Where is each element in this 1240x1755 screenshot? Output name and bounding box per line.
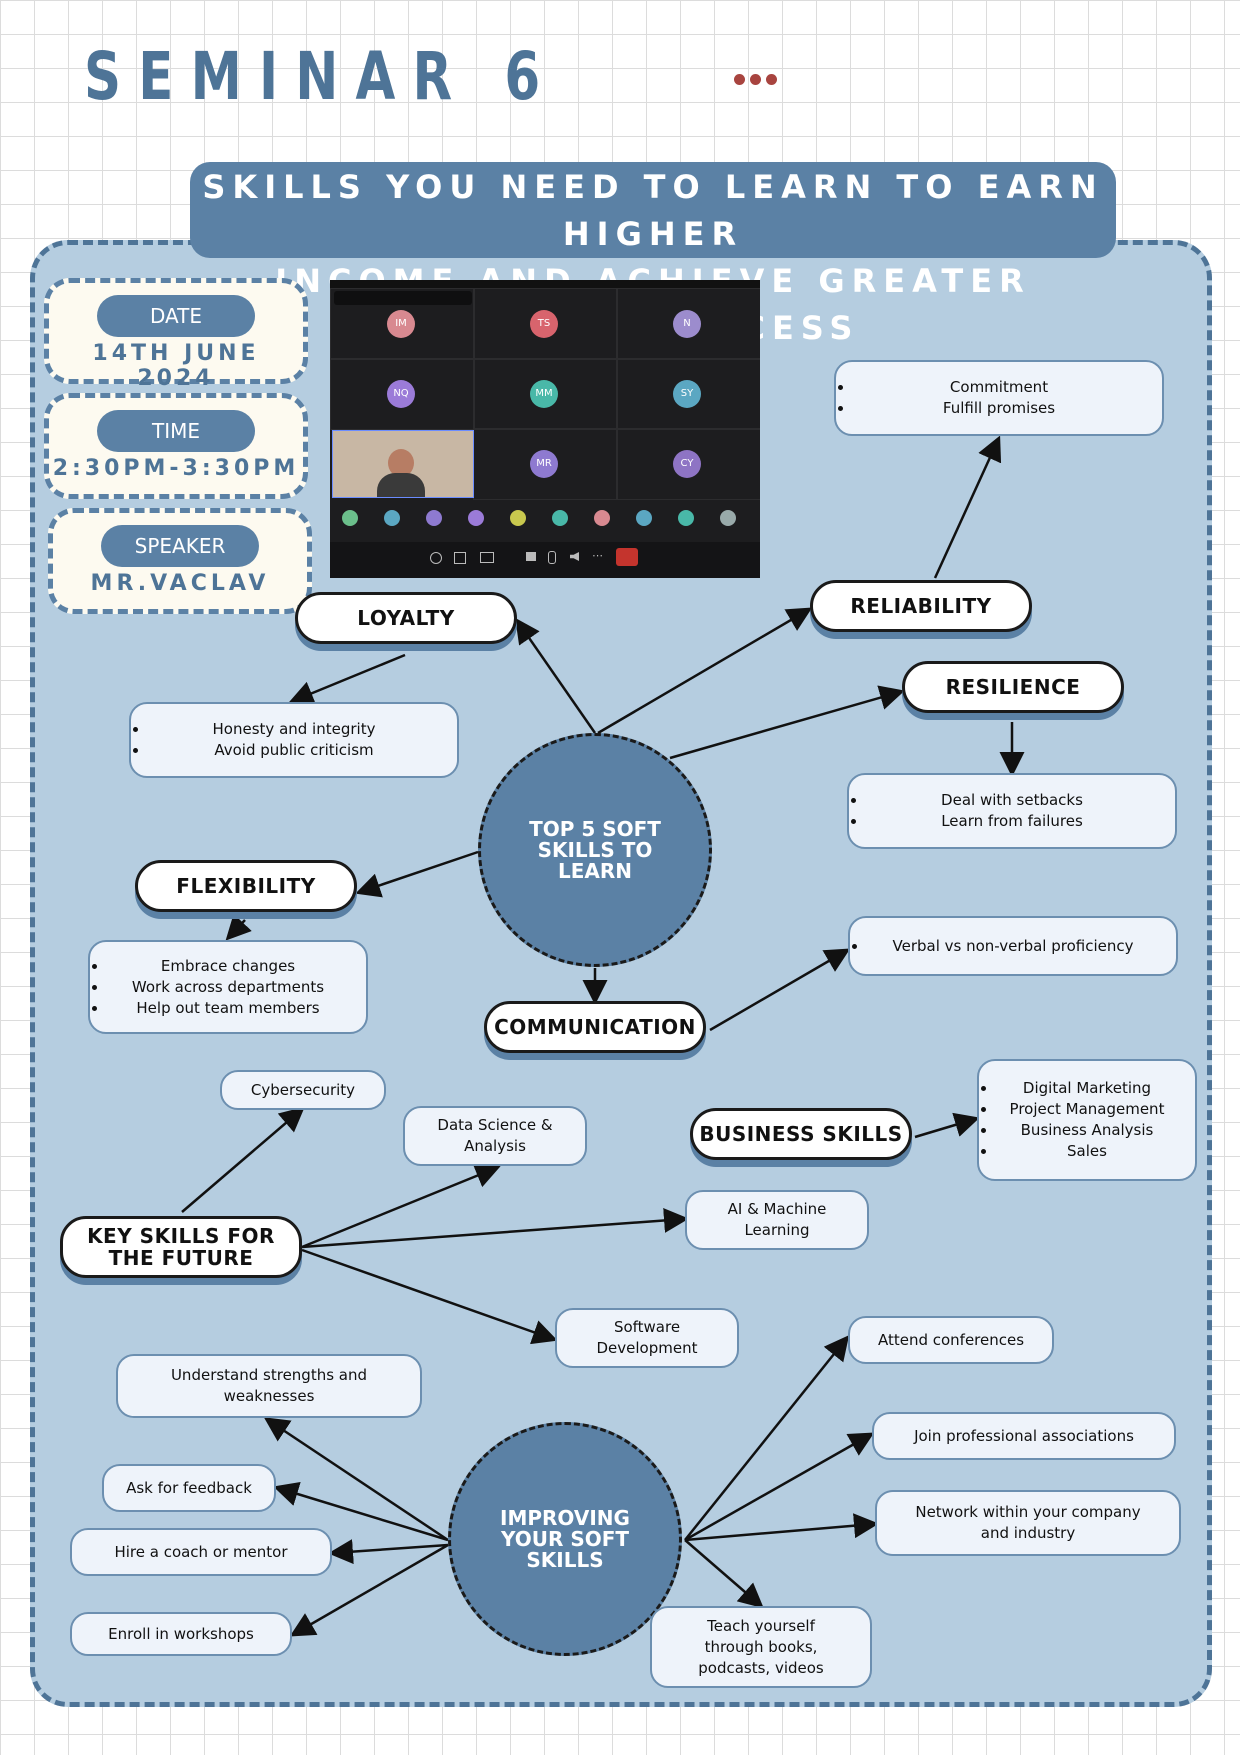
list-item: Embrace changes — [108, 956, 366, 977]
list-item: Avoid public criticism — [149, 740, 457, 761]
associations-box: Join professional associations — [872, 1412, 1176, 1460]
reliability-pill: RELIABILITY — [810, 580, 1032, 632]
coach-box: Hire a coach or mentor — [70, 1528, 332, 1576]
arrow-to-cybersecurity — [182, 1110, 301, 1212]
list-item: Project Management — [997, 1099, 1195, 1120]
strengths-box: Understand strengths and weaknesses — [116, 1354, 422, 1418]
arrow-to-reliability — [598, 610, 808, 733]
arrow-to-business-details — [915, 1119, 975, 1137]
ai-box: AI & Machine Learning — [685, 1190, 869, 1250]
business-skills-pill: BUSINESS SKILLS — [690, 1108, 912, 1160]
network-box: Network within your company and industry — [875, 1490, 1181, 1556]
arrow-to-flexibility-details — [229, 920, 245, 937]
feedback-box: Ask for feedback — [102, 1464, 276, 1512]
arrow-to-teach — [685, 1540, 760, 1605]
arrow-to-strengths — [268, 1420, 448, 1540]
list-item: Sales — [997, 1141, 1195, 1162]
arrow-to-conferences — [685, 1339, 846, 1540]
resilience-details: Deal with setbacks Learn from failures — [847, 773, 1177, 849]
arrow-to-flexibility — [360, 852, 478, 892]
list-item: Verbal vs non-verbal proficiency — [868, 936, 1176, 957]
arrow-to-software — [302, 1250, 553, 1339]
flexibility-details: Embrace changes Work across departments … — [88, 940, 368, 1034]
list-item: Deal with setbacks — [867, 790, 1175, 811]
software-box: Software Development — [555, 1308, 739, 1368]
list-item: Digital Marketing — [997, 1078, 1195, 1099]
arrow-to-resilience — [670, 692, 900, 758]
soft-skills-hub: TOP 5 SOFT SKILLS TO LEARN — [478, 733, 712, 967]
list-item: Business Analysis — [997, 1120, 1195, 1141]
future-skills-hub: KEY SKILLS FOR THE FUTURE — [60, 1216, 302, 1278]
communication-details: Verbal vs non-verbal proficiency — [848, 916, 1178, 976]
flexibility-pill: FLEXIBILITY — [135, 860, 357, 912]
teach-box: Teach yourself through books, podcasts, … — [650, 1606, 872, 1688]
arrow-to-communication-details — [710, 951, 846, 1030]
conferences-box: Attend conferences — [848, 1316, 1054, 1364]
arrow-to-reliability-details — [935, 440, 998, 578]
arrow-to-loyalty — [518, 622, 595, 733]
list-item: Fulfill promises — [854, 398, 1162, 419]
list-item: Learn from failures — [867, 811, 1175, 832]
list-item: Commitment — [854, 377, 1162, 398]
arrow-to-network — [685, 1524, 874, 1540]
workshops-box: Enroll in workshops — [70, 1612, 292, 1656]
arrow-to-associations — [685, 1435, 870, 1540]
improving-hub: IMPROVING YOUR SOFT SKILLS — [448, 1422, 682, 1656]
list-item: Help out team members — [108, 998, 366, 1019]
data-science-box: Data Science & Analysis — [403, 1106, 587, 1166]
loyalty-pill: LOYALTY — [295, 592, 517, 644]
business-skills-details: Digital Marketing Project Management Bus… — [977, 1059, 1197, 1181]
loyalty-details: Honesty and integrity Avoid public criti… — [129, 702, 459, 778]
arrow-to-coach — [333, 1545, 448, 1553]
arrow-to-loyalty-details — [293, 655, 405, 701]
list-item: Honesty and integrity — [149, 719, 457, 740]
resilience-pill: RESILIENCE — [902, 661, 1124, 713]
reliability-details: Commitment Fulfill promises — [834, 360, 1164, 436]
cybersecurity-box: Cybersecurity — [220, 1070, 386, 1110]
list-item: Work across departments — [108, 977, 366, 998]
communication-pill: COMMUNICATION — [484, 1001, 706, 1053]
